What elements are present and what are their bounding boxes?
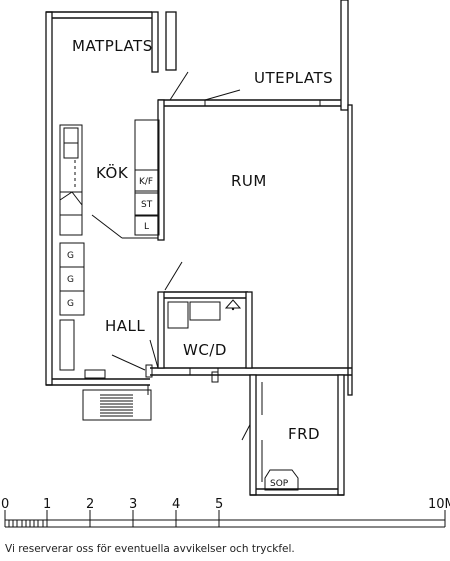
label-rum: RUM	[231, 172, 267, 190]
label-frd: FRD	[288, 425, 320, 443]
wc-room	[157, 291, 253, 383]
kitchen-counter-right	[134, 119, 160, 236]
scale-tick-10m: 10M	[428, 497, 450, 512]
label-matplats: MATPLATS	[72, 37, 153, 55]
scale-minor-ticks	[8, 520, 44, 527]
scale-tick-5: 5	[215, 497, 223, 512]
outer-walls	[45, 0, 353, 396]
label-kf: K/F	[139, 177, 153, 187]
scale-tick-3: 3	[129, 497, 137, 512]
disclaimer-footnote: Vi reserverar oss för eventuella avvikel…	[5, 543, 295, 555]
scale-tick-0: 0	[1, 497, 9, 512]
room-labels: MATPLATS UTEPLATS KÖK RUM HALL WC/D FRD …	[72, 37, 333, 489]
scale-tick-2: 2	[86, 497, 94, 512]
label-hall: HALL	[105, 317, 145, 335]
door-swings	[91, 71, 256, 441]
label-g3: G	[67, 299, 74, 309]
cabinet-labels: K/F ST L G G G	[67, 177, 153, 309]
label-l: L	[144, 222, 149, 232]
entrance-steps	[82, 364, 153, 421]
kitchen-counter-left	[59, 124, 83, 236]
label-kok: KÖK	[96, 163, 129, 182]
wardrobes	[59, 242, 85, 371]
scale-bar: 0 1 2 3 4 5 10M	[1, 497, 450, 528]
label-sop: SOP	[270, 479, 289, 489]
scale-tick-4: 4	[172, 497, 180, 512]
label-g1: G	[67, 251, 74, 261]
label-g2: G	[67, 275, 74, 285]
scale-tick-1: 1	[43, 497, 51, 512]
label-st: ST	[141, 200, 153, 210]
label-uteplats: UTEPLATS	[254, 69, 333, 87]
frd-room	[249, 374, 345, 496]
label-wc: WC/D	[183, 341, 227, 359]
